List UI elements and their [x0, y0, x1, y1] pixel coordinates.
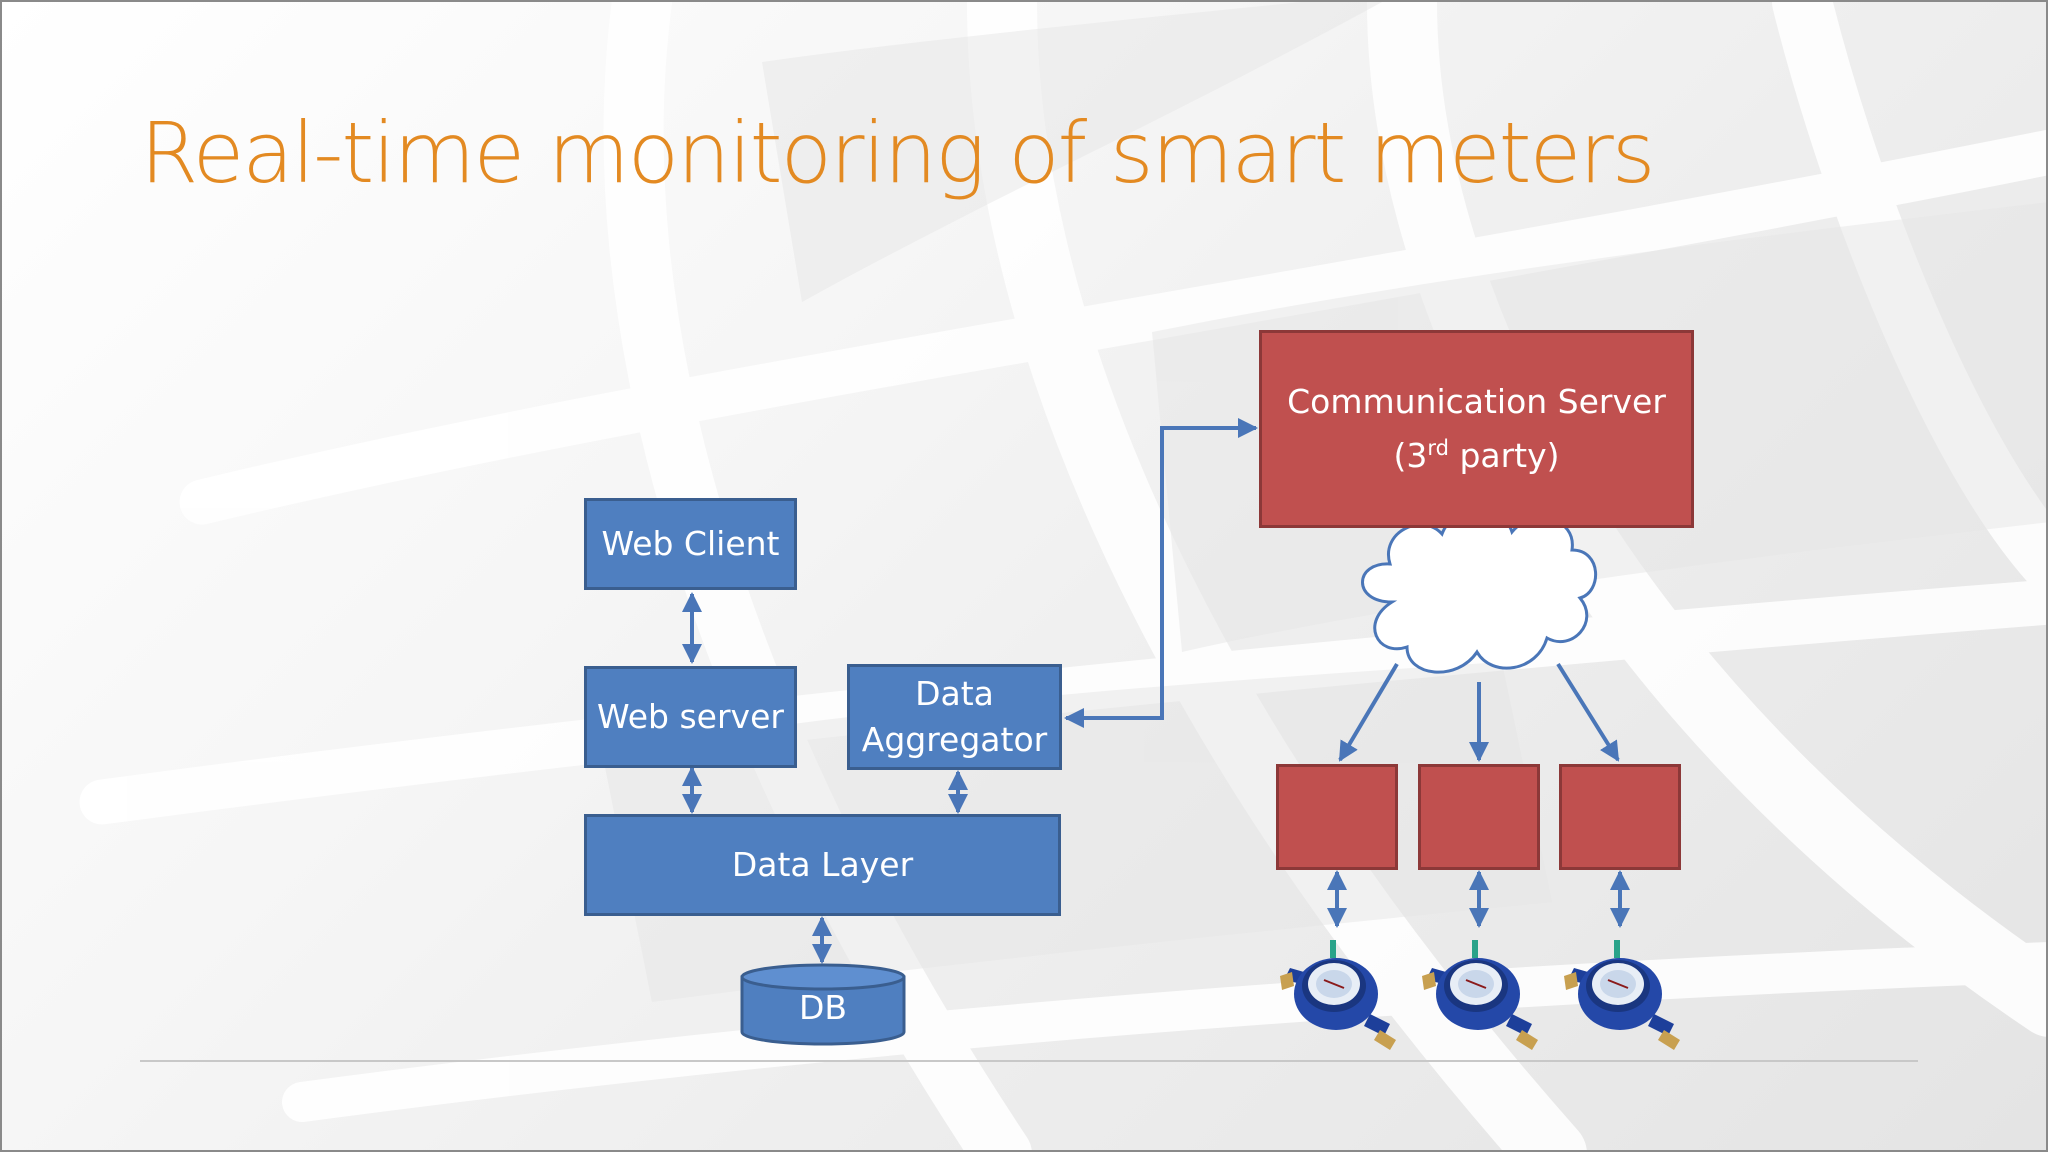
- web-client-label: Web Client: [601, 524, 780, 563]
- slide-title: Real-time monitoring of smart meters: [140, 104, 1656, 202]
- web-server-box: Web server: [584, 666, 797, 768]
- meter-gateway-box-2: [1418, 764, 1540, 870]
- communication-server-label-line1: Communication Server: [1287, 382, 1666, 421]
- data-layer-label: Data Layer: [731, 845, 914, 884]
- connector-cloud-node3: [1556, 662, 1620, 762]
- water-meter-icon: [1564, 940, 1680, 1050]
- db-cylinder-icon: [740, 963, 906, 1046]
- water-meter-icon: [1280, 940, 1396, 1050]
- data-aggregator-label-line2: Aggregator: [861, 720, 1048, 759]
- network-cloud-icon: [1361, 508, 1597, 674]
- water-meter-icon: [1422, 940, 1538, 1050]
- data-layer-box: Data Layer: [584, 814, 1061, 916]
- connector-cloud-node1: [1338, 662, 1399, 762]
- footer-divider: [140, 1060, 1918, 1062]
- meter-gateway-box-3: [1559, 764, 1681, 870]
- data-aggregator-box: Data Aggregator: [847, 664, 1062, 770]
- web-server-label: Web server: [597, 697, 784, 736]
- data-aggregator-label-line1: Data: [915, 674, 994, 713]
- communication-server-label-line2: (3rd party): [1393, 436, 1560, 475]
- connector-aggregator-commserver: [1064, 418, 1258, 728]
- communication-server-box: Communication Server (3rd party): [1259, 330, 1694, 528]
- web-client-box: Web Client: [584, 498, 797, 590]
- db-label: DB: [798, 988, 848, 1027]
- meter-gateway-box-1: [1276, 764, 1398, 870]
